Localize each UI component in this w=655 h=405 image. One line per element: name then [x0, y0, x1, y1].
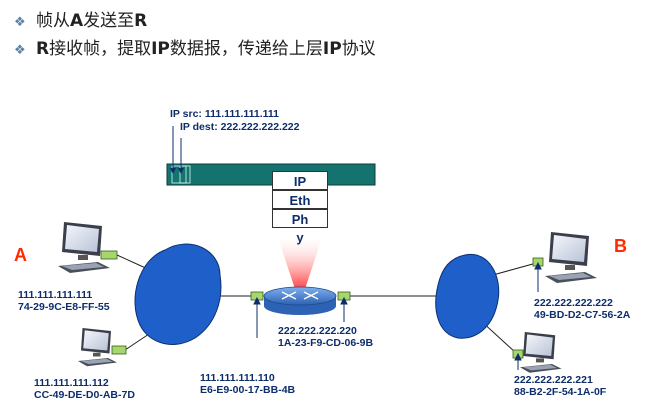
router: [263, 286, 337, 315]
bullet-line-1: ❖帧从A发送至R: [14, 11, 148, 31]
adapter-a1: [100, 250, 118, 260]
host-b1-ip: 222.222.222.222: [534, 297, 613, 309]
bullet-line-2: ❖R接收帧，提取IP数据报，传递给上层IP协议: [14, 39, 376, 59]
router-right-addresses: 222.222.222.220 1A-23-F9-CD-06-9B: [278, 325, 373, 349]
host-a2-addresses: 111.111.111.112 CC-49-DE-D0-AB-7D: [34, 377, 135, 401]
endpoint-a-label: A: [14, 245, 27, 265]
host-b2-computer-icon: [520, 332, 562, 373]
host-a1-computer-icon: [58, 222, 110, 273]
frame-datagram: [166, 126, 376, 186]
stack-ph: Ph: [272, 209, 328, 228]
address-pointers: [253, 261, 542, 370]
ip-src-label: IP src: 111.111.111.111: [170, 108, 280, 120]
subnet-left-cloud: [134, 243, 222, 345]
subnet-right-cloud: [435, 254, 500, 339]
host-b2-mac: 88-B2-2F-54-1A-0F: [514, 386, 607, 398]
host-a1-ip: 111.111.111.111: [18, 289, 93, 301]
endpoint-b-label: B: [614, 236, 627, 256]
stack-eth: Eth: [272, 190, 328, 209]
diamond-bullet-icon: ❖: [14, 15, 26, 30]
stack-ip: IP: [272, 171, 328, 190]
host-b1-mac: 49-BD-D2-C7-56-2A: [534, 309, 631, 321]
router-arrows-icon: [281, 291, 319, 300]
router-left-addresses: 111.111.111.110 E6-E9-00-17-BB-4B: [200, 372, 295, 396]
adapter-a2: [111, 345, 127, 355]
diamond-bullet-icon: ❖: [14, 43, 26, 58]
host-a1-mac: 74-29-9C-E8-FF-55: [18, 301, 110, 313]
host-a2-computer-icon: [78, 328, 117, 367]
host-b2-addresses: 222.222.222.221 88-B2-2F-54-1A-0F: [514, 374, 606, 398]
host-b1-addresses: 222.222.222.222 49-BD-D2-C7-56-2A: [534, 297, 630, 321]
router-right-mac: 1A-23-F9-CD-06-9B: [278, 337, 374, 349]
router-left-ip: 111.111.111.110: [200, 372, 275, 384]
router-right-ip: 222.222.222.220: [278, 325, 357, 337]
host-a1-addresses: 111.111.111.111 74-29-9C-E8-FF-55: [18, 289, 110, 313]
host-a2-mac: CC-49-DE-D0-AB-7D: [34, 389, 135, 401]
host-a2-ip: 111.111.111.112: [34, 377, 109, 389]
host-b2-ip: 222.222.222.221: [514, 374, 593, 386]
host-b1-computer-icon: [545, 232, 597, 283]
decapsulation-beam: [278, 238, 322, 292]
router-left-mac: E6-E9-00-17-BB-4B: [200, 384, 296, 396]
frame-bar: [166, 163, 376, 186]
stack-y: y: [296, 230, 304, 245]
ip-dest-label: IP dest: 222.222.222.222: [180, 121, 300, 133]
